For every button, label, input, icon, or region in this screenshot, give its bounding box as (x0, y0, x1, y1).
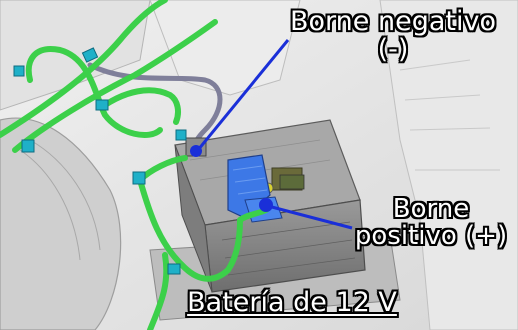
battery-front-ridges (221, 221, 356, 276)
fender-ribs (399, 59, 500, 171)
right-inner-fender (379, 0, 518, 330)
positive-leader-line (267, 204, 353, 230)
positive-terminal-label: Borne positivo (+) (354, 194, 508, 251)
negative-terminal-marker (190, 145, 202, 157)
negative-leader-line (196, 39, 290, 151)
positive-clamp (279, 174, 305, 190)
wire-clips (13, 47, 187, 275)
battery-label: Batería de 12 V (187, 287, 397, 318)
wire-harness (0, 0, 269, 330)
negative-terminal-label: Borne negativo (-) (290, 6, 496, 65)
positive-cover-ridges (232, 165, 268, 195)
positive-terminal-marker (259, 198, 273, 212)
battery-side (174, 144, 213, 293)
wheel-well-panel (0, 117, 122, 330)
wheel-well-ridges (19, 139, 101, 261)
